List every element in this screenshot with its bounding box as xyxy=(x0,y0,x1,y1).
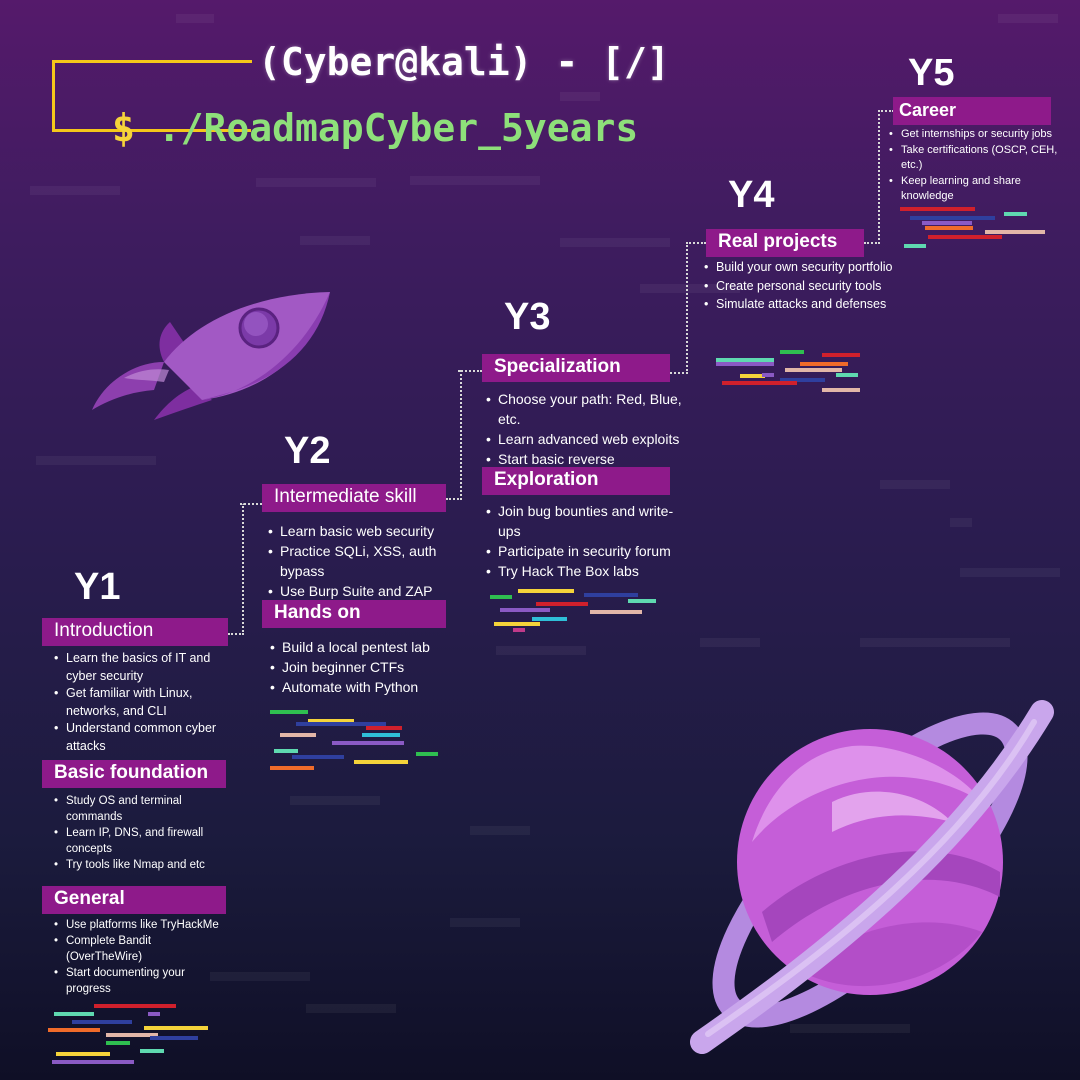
section-title-introduction: Introduction xyxy=(42,618,228,646)
list-item: Learn IP, DNS, and firewall concepts xyxy=(52,825,228,857)
section-list-exploration: Join bug bounties and write-ups Particip… xyxy=(484,501,694,581)
list-item: Learn advanced web exploits xyxy=(484,429,684,449)
list-item: Get internships or security jobs xyxy=(887,127,1073,143)
section-list-intermediate-skill: Learn basic web security Practice SQLi, … xyxy=(266,521,456,601)
section-list-real-projects: Build your own security portfolio Create… xyxy=(702,258,902,314)
section-title-career: Career xyxy=(893,97,1051,125)
list-item: Practice SQLi, XSS, auth bypass xyxy=(266,541,456,581)
year-label-y2: Y2 xyxy=(284,430,331,472)
list-item: Try tools like Nmap and etc xyxy=(52,857,228,873)
connector-y4-y5-top xyxy=(878,110,894,112)
connector-y2-y3 xyxy=(446,370,462,500)
list-item: Learn the basics of IT and cyber securit… xyxy=(52,650,232,685)
connector-y2-y3-top xyxy=(458,370,482,372)
planet-icon xyxy=(690,700,1054,1054)
connector-y3-y4-top xyxy=(686,242,706,244)
section-list-career: Get internships or security jobs Take ce… xyxy=(887,127,1073,205)
terminal-title: (Cyber@kali) - [/] xyxy=(258,40,670,84)
year-label-y4: Y4 xyxy=(728,174,775,216)
section-title-real-projects: Real projects xyxy=(706,229,864,257)
list-item: Complete Bandit (OverTheWire) xyxy=(52,933,228,965)
list-item: Study OS and terminal commands xyxy=(52,793,228,825)
roadmap-command: ./RoadmapCyber_5years xyxy=(157,106,639,150)
list-item: Use Burp Suite and ZAP xyxy=(266,581,456,601)
section-title-exploration: Exploration xyxy=(482,467,670,495)
year-label-y1: Y1 xyxy=(74,566,121,608)
connector-y4-y5 xyxy=(864,110,880,244)
list-item: Build your own security portfolio xyxy=(702,258,902,277)
list-item: Understand common cyber attacks xyxy=(52,720,232,755)
section-list-introduction: Learn the basics of IT and cyber securit… xyxy=(52,650,232,755)
list-item: Try Hack The Box labs xyxy=(484,561,694,581)
list-item: Participate in security forum xyxy=(484,541,694,561)
terminal-bracket xyxy=(52,60,251,132)
year-label-y5: Y5 xyxy=(908,52,955,94)
list-item: Build a local pentest lab xyxy=(268,637,458,657)
year-label-y3: Y3 xyxy=(504,296,551,338)
prompt-symbol: $ xyxy=(112,106,135,150)
list-item: Use platforms like TryHackMe xyxy=(52,917,228,933)
connector-y1-y2-top xyxy=(240,503,262,505)
list-item: Choose your path: Red, Blue, etc. xyxy=(484,389,684,429)
section-title-basic-foundation: Basic foundation xyxy=(42,760,226,788)
list-item: Automate with Python xyxy=(268,677,458,697)
list-item: Start documenting your progress xyxy=(52,965,228,997)
rocket-icon xyxy=(92,292,330,420)
list-item: Get familiar with Linux, networks, and C… xyxy=(52,685,232,720)
list-item: Keep learning and share knowledge xyxy=(887,174,1073,205)
list-item: Simulate attacks and defenses xyxy=(702,295,902,314)
connector-y3-y4 xyxy=(670,242,688,374)
list-item: Join beginner CTFs xyxy=(268,657,458,677)
list-item: Create personal security tools xyxy=(702,277,902,296)
list-item: Join bug bounties and write-ups xyxy=(484,501,694,541)
section-title-intermediate-skill: Intermediate skill xyxy=(262,484,446,512)
section-list-general: Use platforms like TryHackMe Complete Ba… xyxy=(52,917,228,997)
section-title-specialization: Specialization xyxy=(482,354,670,382)
section-list-hands-on: Build a local pentest lab Join beginner … xyxy=(268,637,458,697)
list-item: Take certifications (OSCP, CEH, etc.) xyxy=(887,143,1073,174)
section-title-hands-on: Hands on xyxy=(262,600,446,628)
connector-y1-y2 xyxy=(228,503,244,635)
section-list-basic-foundation: Study OS and terminal commands Learn IP,… xyxy=(52,793,228,873)
list-item: Learn basic web security xyxy=(266,521,456,541)
section-title-general: General xyxy=(42,886,226,914)
terminal-bracket-top-extension xyxy=(248,60,252,63)
terminal-command-line: $ ./RoadmapCyber_5years xyxy=(112,106,638,150)
